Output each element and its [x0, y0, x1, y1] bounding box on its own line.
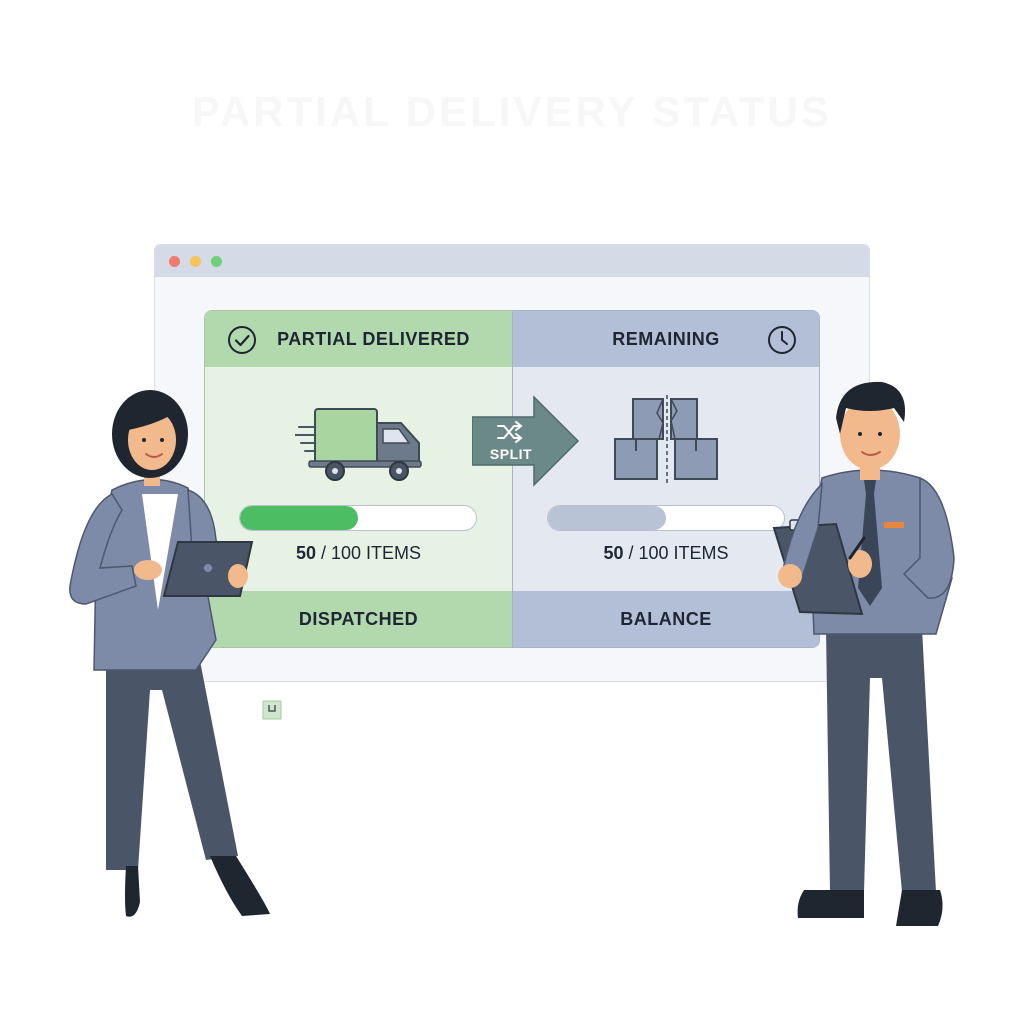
maximize-window-dot[interactable]: [211, 256, 222, 267]
remaining-panel-footer: BALANCE: [513, 591, 819, 647]
remaining-title: REMAINING: [612, 328, 720, 349]
remaining-panel: REMAINING 50 / 100 ITEMS BALANCE: [512, 310, 820, 648]
delivered-count-value: 50: [295, 543, 316, 563]
delivered-panel-header: PARTIAL DELIVERED: [205, 311, 512, 367]
split-label: SPLIT: [489, 446, 533, 462]
split-boxes-icon: [614, 395, 718, 485]
page-headline: PARTIAL DELIVERY STATUS: [192, 88, 832, 135]
split-arrow: SPLIT: [472, 395, 580, 487]
delivered-progress-fill: [240, 506, 358, 530]
remaining-count-suffix: / 100 ITEMS: [623, 543, 729, 563]
close-window-dot[interactable]: [169, 256, 180, 267]
man-with-clipboard-illustration: [772, 381, 955, 926]
delivered-progress-bar: [239, 505, 477, 531]
delivered-count-suffix: / 100 ITEMS: [315, 543, 422, 563]
shuffle-icon: [497, 421, 523, 443]
remaining-panel-header: REMAINING: [513, 311, 819, 367]
delivery-truck-icon: [295, 408, 422, 481]
clock-icon: [768, 326, 796, 354]
delivered-panel: PARTIAL DELIVERED 50 / 100 ITEMS DISPATC…: [204, 310, 512, 648]
remaining-count: 50 / 100 ITEMS: [513, 543, 819, 564]
window-titlebar: [155, 245, 869, 277]
remaining-count-value: 50: [603, 543, 624, 563]
delivered-panel-footer: DISPATCHED: [205, 591, 512, 647]
delivered-count: 50 / 100 ITEMS: [205, 543, 512, 564]
remaining-progress-bar: [547, 505, 785, 531]
minimize-window-dot[interactable]: [190, 256, 201, 267]
woman-with-tablet-illustration: [69, 390, 270, 917]
small-box-icon: [262, 700, 282, 720]
delivered-title: PARTIAL DELIVERED: [277, 328, 470, 349]
split-arrow-shape: [472, 395, 580, 487]
remaining-progress-fill: [548, 506, 666, 530]
check-circle-icon: [228, 326, 256, 354]
